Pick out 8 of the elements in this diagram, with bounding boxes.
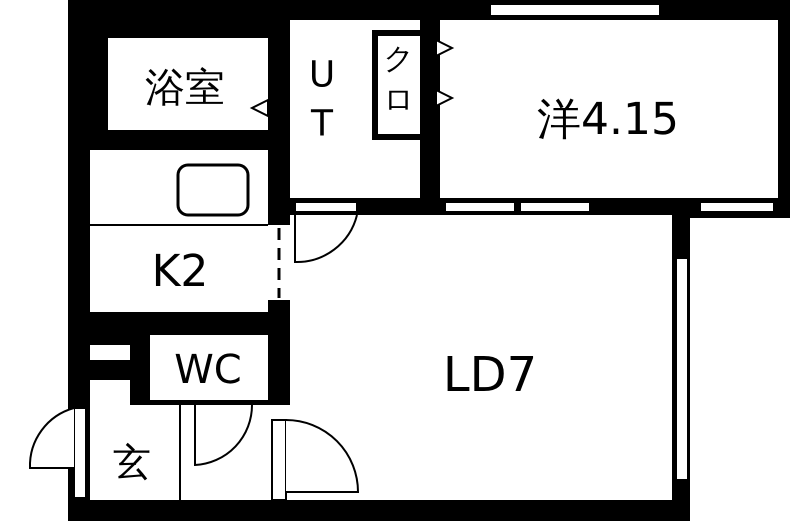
room-label: LD7 bbox=[442, 351, 538, 399]
room-label: 浴室 bbox=[145, 68, 225, 108]
room-label: 洋4.15 bbox=[537, 98, 679, 142]
room-label: WC bbox=[174, 350, 242, 390]
room-label: UT bbox=[308, 53, 336, 146]
room-label: 玄 bbox=[113, 443, 151, 481]
room-label: クロ bbox=[383, 40, 415, 119]
room-label: K2 bbox=[152, 250, 208, 294]
